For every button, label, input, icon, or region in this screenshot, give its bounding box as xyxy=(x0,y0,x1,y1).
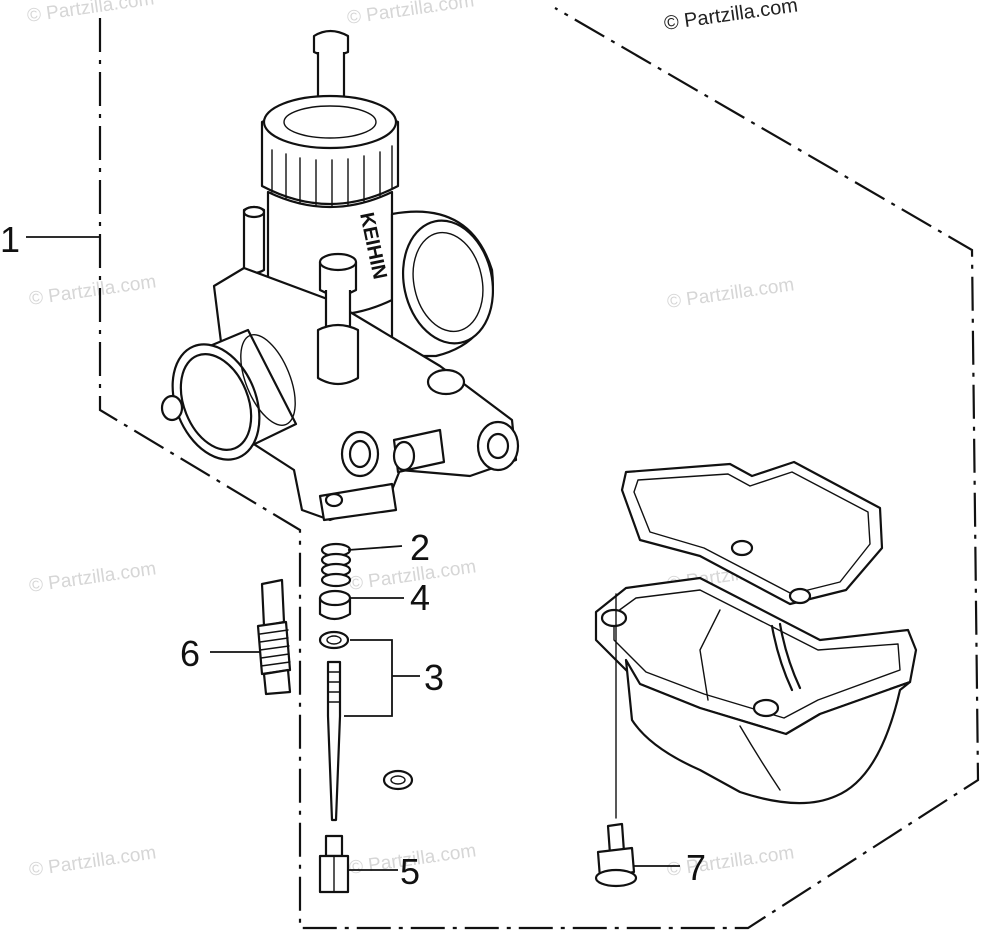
callout-7: 7 xyxy=(686,847,706,888)
float-bowl-assembly xyxy=(594,460,918,819)
callout-4: 4 xyxy=(410,577,430,618)
part-5-main-jet xyxy=(318,834,350,894)
watermark: © Partzilla.com xyxy=(666,274,796,313)
callout-labels: 1 2 3 4 5 6 7 xyxy=(0,219,706,892)
watermark: © Partzilla.com xyxy=(28,842,158,881)
part-6-pilot-jet xyxy=(256,578,292,696)
carburetor-body: KEIHIN xyxy=(160,29,520,522)
callout-5: 5 xyxy=(400,851,420,892)
part-2-spring xyxy=(320,542,352,588)
watermark: © Partzilla.com xyxy=(28,558,158,597)
o-ring xyxy=(382,769,414,791)
leader-lines xyxy=(26,236,680,871)
watermark: © Partzilla.com xyxy=(28,271,158,310)
callout-3: 3 xyxy=(424,657,444,698)
watermark: © Partzilla.com xyxy=(346,0,476,29)
part-7-bowl-screw xyxy=(594,822,638,888)
copyright-text: © Partzilla.com xyxy=(663,0,800,35)
callout-6: 6 xyxy=(180,633,200,674)
watermark: © Partzilla.com xyxy=(26,0,156,27)
part-3-jet-needle xyxy=(318,630,350,822)
assembly-boundary xyxy=(98,7,980,930)
callout-1: 1 xyxy=(0,219,20,260)
part-4-holder xyxy=(318,589,352,621)
callout-2: 2 xyxy=(410,527,430,568)
